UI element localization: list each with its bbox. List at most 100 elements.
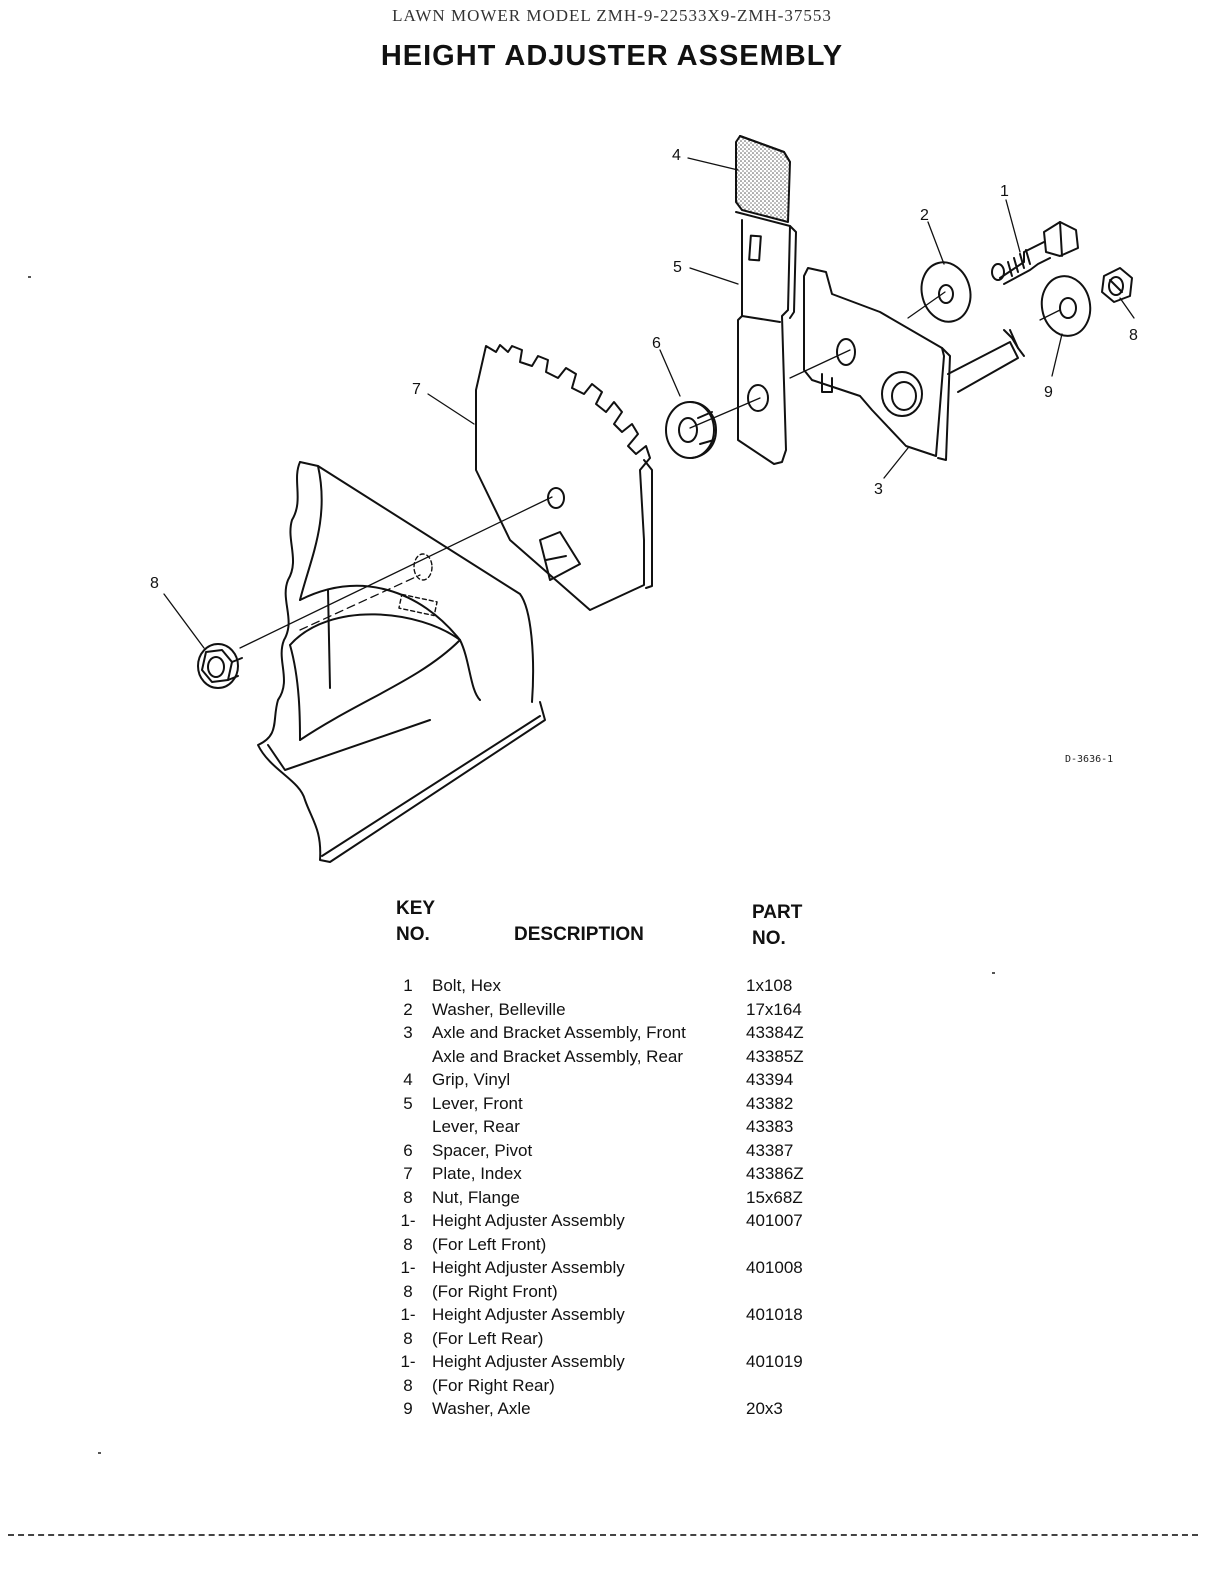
belleville-washer [920, 261, 972, 323]
description-cell: Height Adjuster Assembly [432, 1305, 625, 1324]
description-cell: Height Adjuster Assembly [432, 1258, 625, 1277]
table-row: 1-8 Height Adjuster Assembly 401018 [396, 1303, 856, 1348]
description-cell: Grip, Vinyl [432, 1070, 511, 1089]
key-cell: 4 [403, 1070, 413, 1089]
description-cell: Washer, Belleville [432, 999, 566, 1019]
part-cell: 43386Z [746, 1164, 804, 1183]
key-cell: 6 [403, 1140, 413, 1160]
callout-1: 1 [1000, 183, 1009, 200]
part-cell: 43383 [746, 1117, 794, 1136]
key-cell: 7 [403, 1164, 413, 1183]
vinyl-grip [735, 135, 791, 223]
callout-leaders [163, 157, 1135, 649]
callout-2: 2 [920, 207, 929, 224]
part-cell: 15x68Z [746, 1187, 803, 1207]
flange-nut-left [197, 643, 243, 689]
part-cell: 1x108 [746, 976, 793, 995]
scan-speck [98, 1452, 101, 1454]
table-row: 7 Plate, Index 43386Z [396, 1162, 856, 1186]
description-cell: Height Adjuster Assembly [432, 1352, 625, 1371]
hex-bolt [991, 221, 1079, 285]
bottom-rule [8, 1534, 1198, 1536]
key-cell: 5 [403, 1093, 413, 1113]
scan-speck [28, 276, 31, 278]
table-row: Axle and Bracket Assembly, Rear 43385Z [396, 1045, 856, 1069]
description-cell: (For Right Front) [432, 1281, 558, 1301]
height-lever [735, 211, 797, 465]
part-cell: 20x3 [746, 1399, 783, 1418]
callout-3: 3 [874, 481, 883, 498]
table-row: 4 Grip, Vinyl 43394 [396, 1068, 856, 1092]
part-cell: 401018 [746, 1305, 803, 1324]
pivot-spacer [665, 401, 717, 459]
mower-deck-housing [257, 461, 546, 863]
exploded-parts-diagram: 4 5 2 1 8 7 6 9 3 8 [150, 135, 1138, 863]
drawing-code: D-3636-1 [1065, 754, 1114, 765]
key-cell: 1-8 [400, 1211, 416, 1254]
description-cell: Height Adjuster Assembly [432, 1211, 625, 1230]
callout-9: 9 [1044, 384, 1053, 401]
key-cell: 8 [403, 1187, 413, 1207]
key-cell: 1-8 [400, 1352, 416, 1395]
description-cell: Lever, Rear [432, 1117, 520, 1136]
key-cell: 1-8 [400, 1305, 416, 1348]
description-cell: Spacer, Pivot [432, 1140, 533, 1160]
table-row: (For Right Front) [396, 1280, 856, 1304]
model-line: LAWN MOWER MODEL ZMH-9-22533X9-ZMH-37553 [392, 6, 832, 25]
part-cell: 43384Z [746, 1023, 804, 1042]
flange-nut-right [1101, 267, 1133, 303]
callout-4: 4 [672, 147, 681, 164]
table-row: 1 Bolt, Hex 1x108 [396, 974, 856, 998]
description-cell: Plate, Index [432, 1164, 522, 1183]
description-cell: Axle and Bracket Assembly, Rear [432, 1046, 684, 1066]
part-cell: 401019 [746, 1352, 803, 1371]
header-part-no: PART NO. [752, 902, 803, 949]
table-row: 3 Axle and Bracket Assembly, Front 43384Z [396, 1021, 856, 1045]
part-cell: 43394 [746, 1070, 794, 1089]
index-plate [475, 344, 653, 611]
description-cell: Nut, Flange [432, 1187, 520, 1207]
key-cell: 3 [403, 1023, 413, 1042]
callout-5: 5 [673, 259, 682, 276]
table-row: 1-8 Height Adjuster Assembly 401007 [396, 1209, 856, 1254]
table-row: (For Left Front) [396, 1233, 856, 1257]
callout-8-right: 8 [1129, 327, 1138, 344]
table-row: 9 Washer, Axle 20x3 [396, 1397, 856, 1421]
part-cell: 43382 [746, 1093, 794, 1113]
description-cell: (For Left Rear) [432, 1328, 544, 1348]
page-title: HEIGHT ADJUSTER ASSEMBLY [380, 40, 844, 72]
table-row: 1-8 Height Adjuster Assembly 401019 [396, 1350, 856, 1395]
key-cell: 1 [403, 976, 413, 995]
table-row: 8 Nut, Flange 15x68Z [396, 1186, 856, 1210]
description-cell: (For Right Rear) [432, 1375, 555, 1395]
parts-rows: 1 Bolt, Hex 1x108 2 Washer, Belleville 17x164… [396, 974, 856, 1421]
part-cell: 17x164 [746, 999, 802, 1019]
description-cell: Washer, Axle [432, 1399, 531, 1418]
part-cell: 43385Z [746, 1046, 804, 1066]
table-row: 5 Lever, Front 43382 [396, 1092, 856, 1116]
description-cell: Lever, Front [432, 1093, 523, 1113]
table-row: (For Left Rear) [396, 1327, 856, 1351]
callout-7: 7 [412, 381, 421, 398]
key-cell: 9 [403, 1399, 413, 1418]
description-cell: Axle and Bracket Assembly, Front [432, 1023, 686, 1042]
part-cell: 401007 [746, 1211, 803, 1230]
axle-bracket [803, 267, 1025, 461]
table-row: 2 Washer, Belleville 17x164 [396, 998, 856, 1022]
key-cell: 2 [403, 999, 413, 1019]
header-description: DESCRIPTION [514, 924, 644, 945]
table-row: 6 Spacer, Pivot 43387 [396, 1139, 856, 1163]
scan-speck [992, 972, 995, 974]
axle-washer [1040, 275, 1092, 337]
key-cell: 1-8 [400, 1258, 416, 1301]
callout-6: 6 [652, 335, 661, 352]
table-row: (For Right Rear) [396, 1374, 856, 1398]
table-row: Lever, Rear 43383 [396, 1115, 856, 1139]
callout-8-left: 8 [150, 575, 159, 592]
part-cell: 43387 [746, 1140, 794, 1160]
description-cell: Bolt, Hex [432, 976, 501, 995]
description-cell: (For Left Front) [432, 1234, 547, 1254]
header-key-no: KEY NO. [396, 898, 436, 945]
table-row: 1-8 Height Adjuster Assembly 401008 [396, 1256, 856, 1301]
part-cell: 401008 [746, 1258, 803, 1277]
